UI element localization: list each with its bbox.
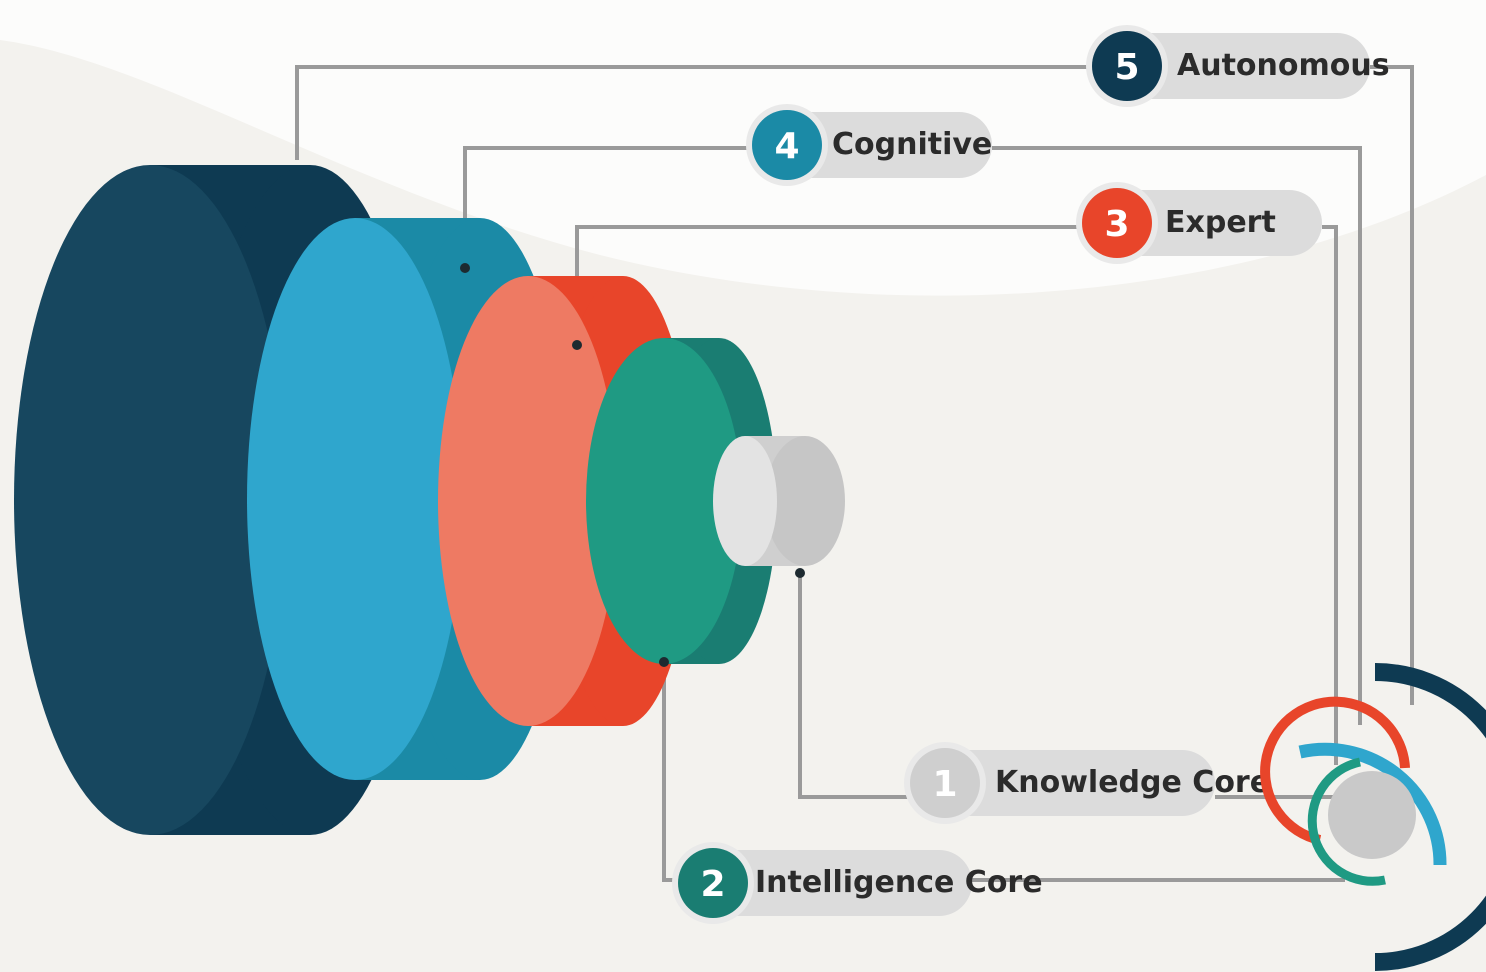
layer-knowledge-cylinder xyxy=(713,436,845,566)
connector-autonomous xyxy=(295,65,1090,160)
connector-knowledge xyxy=(798,573,912,799)
badge-number: 5 xyxy=(1114,47,1139,88)
connector-autonomous-right xyxy=(1370,65,1414,705)
badge-label: Autonomous xyxy=(1177,48,1390,83)
badge-expert: 3 Expert xyxy=(1076,182,1322,264)
badge-number: 4 xyxy=(774,126,799,167)
badge-intelligence-core: 2 Intelligence Core xyxy=(672,842,1043,924)
connector-cognitive-right xyxy=(992,146,1362,725)
concentric-rings-icon xyxy=(1260,663,1486,971)
connector-intelligence xyxy=(662,662,685,882)
badge-label: Expert xyxy=(1165,205,1276,240)
anchor-dots xyxy=(460,263,805,667)
badge-number: 1 xyxy=(932,764,957,805)
connector-expert-right xyxy=(1322,225,1338,765)
badge-autonomous: 5 Autonomous xyxy=(1086,25,1390,107)
badge-label: Intelligence Core xyxy=(755,865,1043,900)
badge-label: Knowledge Core xyxy=(995,765,1270,800)
badge-label: Cognitive xyxy=(832,127,992,162)
badge-knowledge-core: 1 Knowledge Core xyxy=(904,742,1270,824)
badge-number: 2 xyxy=(700,864,725,905)
badge-number: 3 xyxy=(1104,204,1129,245)
badge-cognitive: 4 Cognitive xyxy=(746,104,992,186)
